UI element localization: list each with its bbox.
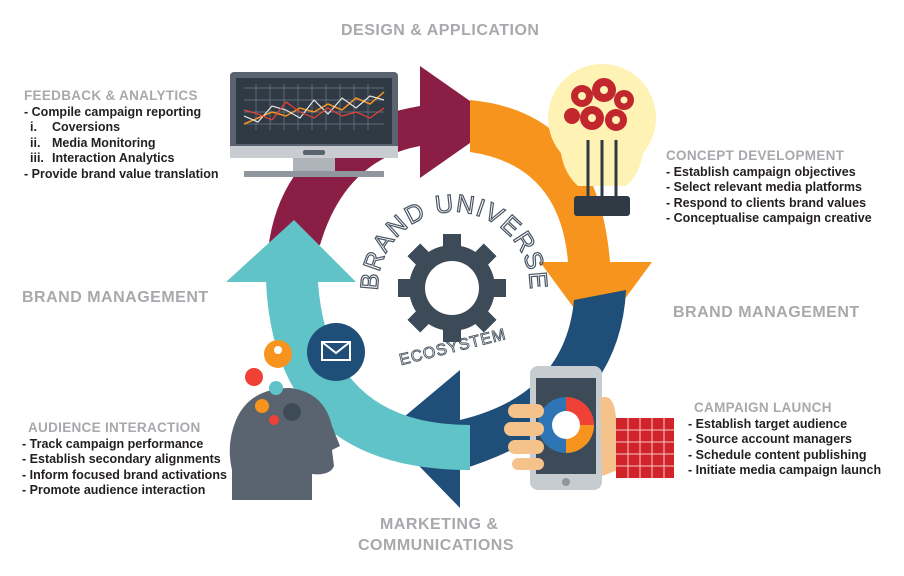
feedback-item: - Provide brand value translation xyxy=(24,166,219,181)
feedback-title: FEEDBACK & ANALYTICS xyxy=(24,88,198,103)
feedback-item: i.Coversions xyxy=(30,120,121,135)
audience-item: - Establish secondary alignments xyxy=(22,452,221,467)
concept-item: - Respond to clients brand values xyxy=(666,195,867,210)
launch-title: CAMPAIGN LAUNCH xyxy=(694,400,832,415)
bottom-title-line2: COMMUNICATIONS xyxy=(358,537,515,554)
monitor-chart-icon xyxy=(230,72,398,177)
audience-item: - Promote audience interaction xyxy=(22,483,206,498)
concept-development-block: CONCEPT DEVELOPMENT - Establish campaign… xyxy=(666,148,872,227)
smartphone-hand-icon xyxy=(504,366,674,490)
launch-item: - Initiate media campaign launch xyxy=(688,463,882,478)
teal-arc xyxy=(226,220,470,470)
top-title: DESIGN & APPLICATION xyxy=(341,22,540,39)
feedback-item: ii.Media Monitoring xyxy=(30,135,156,150)
feedback-item: iii.Interaction Analytics xyxy=(30,151,175,166)
audience-title: AUDIENCE INTERACTION xyxy=(28,420,201,435)
bottom-title-line1: MARKETING & xyxy=(380,516,499,533)
audience-interaction-block: AUDIENCE INTERACTION - Track campaign pe… xyxy=(22,420,227,499)
envelope-icon xyxy=(307,323,365,381)
lightbulb-brain-icon xyxy=(548,64,656,216)
audience-item: - Inform focused brand activations xyxy=(22,467,227,482)
launch-item: - Schedule content publishing xyxy=(688,447,867,462)
head-silhouette-icon xyxy=(229,340,340,500)
feedback-analytics-block: FEEDBACK & ANALYTICS - Compile campaign … xyxy=(24,88,219,182)
feedback-item: - Compile campaign reporting xyxy=(24,105,202,119)
orange-arc xyxy=(470,100,652,338)
launch-item: - Establish target audience xyxy=(688,417,848,431)
left-title: BRAND MANAGEMENT xyxy=(22,289,209,306)
gear-icon xyxy=(398,234,506,342)
concept-item: - Conceptualise campaign creative xyxy=(666,211,872,226)
audience-item: - Track campaign performance xyxy=(22,437,204,451)
campaign-launch-block: CAMPAIGN LAUNCH - Establish target audie… xyxy=(688,400,881,479)
launch-item: - Source account managers xyxy=(688,432,852,447)
concept-title: CONCEPT DEVELOPMENT xyxy=(666,148,845,163)
concept-item: - Select relevant media platforms xyxy=(666,180,862,195)
concept-item: - Establish campaign objectives xyxy=(666,165,856,179)
right-title: BRAND MANAGEMENT xyxy=(673,304,860,321)
